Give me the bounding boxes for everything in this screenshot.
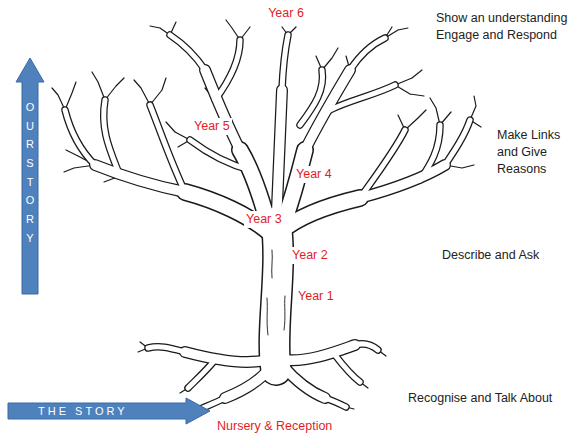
year-label: Year 6 — [266, 5, 306, 22]
stage-description: Make Links and Give Reasons — [497, 127, 569, 178]
twigs — [52, 20, 481, 414]
year-label: Year 4 — [294, 166, 334, 183]
year-label: Year 1 — [296, 288, 336, 305]
arrow-label: OUR STORY — [25, 98, 36, 248]
arrow-label: THE STORY — [38, 404, 128, 418]
horizontal-arrow: THE STORY — [8, 398, 210, 424]
stage-description: Recognise and Talk About — [408, 390, 552, 407]
stage-label: Nursery & Reception — [215, 418, 334, 435]
year-label: Year 3 — [244, 211, 284, 228]
vertical-arrow: OUR STORY — [16, 58, 44, 294]
arrow-body — [8, 398, 210, 424]
bark-lines — [267, 250, 285, 335]
year-label: Year 5 — [192, 118, 232, 135]
year-label: Year 2 — [290, 247, 330, 264]
stage-description: Show an understanding Engage and Respond — [436, 10, 576, 44]
stage-description: Describe and Ask — [442, 247, 539, 264]
tree-branches — [65, 35, 470, 410]
arrow-body — [16, 58, 44, 294]
